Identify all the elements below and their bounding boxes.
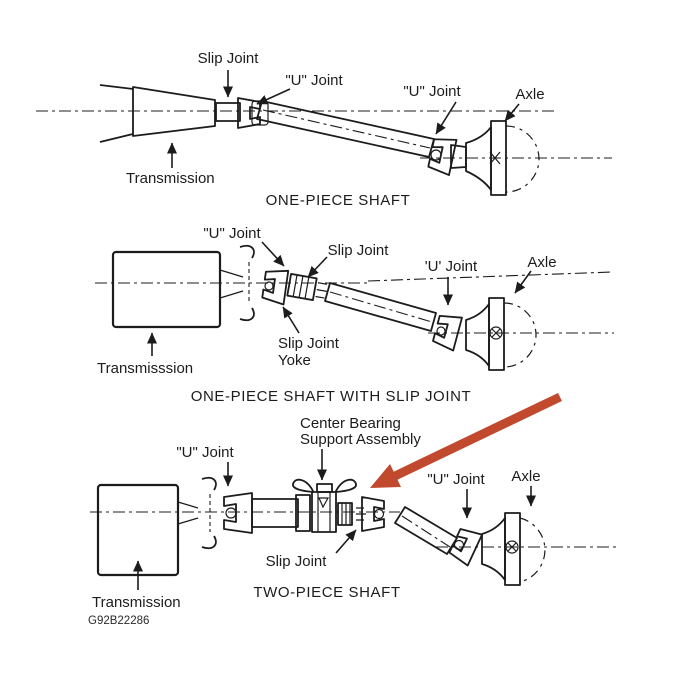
drive-shaft xyxy=(324,282,437,332)
centerline xyxy=(95,271,613,284)
transmission-tail-lines xyxy=(99,84,134,143)
label-transmission: Transmission xyxy=(92,594,181,611)
axle-housing-arc xyxy=(503,302,537,368)
diagram-two-piece-shaft: "U" Joint Center Bearing Support Assembl… xyxy=(88,415,616,627)
figure-reference-code: G92B22286 xyxy=(88,615,149,627)
drive-shaft-axis xyxy=(262,109,431,149)
slip-joint-yoke xyxy=(361,496,385,532)
rear-u-joint-yoke xyxy=(448,528,483,567)
axle-cross-mark xyxy=(489,151,501,165)
label-u-joint-rear: "U" Joint xyxy=(403,83,461,100)
axle-cross-mark xyxy=(505,540,519,554)
axle-flange-bar xyxy=(504,512,521,586)
label-transmission: Transmission xyxy=(126,170,215,187)
label-center-bearing-line1: Center Bearing xyxy=(300,415,401,432)
diagram-one-piece-shaft-with-slip-joint: "U" Joint Slip Joint 'U' Joint Axle Slip… xyxy=(95,225,614,405)
rear-shaft-axis xyxy=(401,515,451,548)
axle-flange-bar xyxy=(490,120,507,196)
bearing-cap xyxy=(316,483,333,493)
drive-shaft-axis xyxy=(329,291,433,323)
bearing-wing-right xyxy=(335,478,357,493)
label-axle: Axle xyxy=(515,86,544,103)
output-shaft-lines xyxy=(219,269,244,299)
output-shaft-lines xyxy=(177,501,199,525)
slip-joint-splines xyxy=(337,502,366,526)
label-transmission: Transmisssion xyxy=(97,360,193,377)
leader-u-joint-front xyxy=(261,241,285,267)
leader-slip-joint xyxy=(307,256,328,278)
leader-axle xyxy=(514,270,532,294)
label-u-joint-rear: "U" Joint xyxy=(427,471,485,488)
center-bearing-support-assembly xyxy=(292,478,357,533)
red-highlight-arrow xyxy=(370,392,562,488)
leader-slip-joint-yoke xyxy=(282,306,300,334)
drive-shaft xyxy=(256,100,435,158)
rear-u-joint-cross xyxy=(453,539,465,551)
bearing-wing-left xyxy=(292,478,314,493)
label-u-joint-front: "U" Joint xyxy=(176,444,234,461)
label-slip-joint: Slip Joint xyxy=(266,553,328,570)
caption-two-piece-shaft: TWO-PIECE SHAFT xyxy=(253,584,400,601)
label-slip-joint: Slip Joint xyxy=(198,50,260,67)
axle-cross-mark xyxy=(489,326,503,340)
diagram-one-piece-shaft: Slip Joint "U" Joint "U" Joint Axle Tran… xyxy=(36,50,612,209)
leader-u-joint-rear xyxy=(435,101,457,135)
rear-u-joint-yoke xyxy=(427,138,458,177)
axle-bell xyxy=(465,303,490,367)
rear-u-joint-cross xyxy=(436,326,446,336)
front-shaft-tube xyxy=(251,498,299,528)
axle-housing-arc xyxy=(505,125,540,193)
flange-hook-bottom xyxy=(201,535,217,549)
transmission-shape xyxy=(111,250,222,329)
leader-slip-joint xyxy=(335,529,357,554)
label-slip-joint-yoke-line2: Yoke xyxy=(278,352,311,369)
rear-u-joint-cross xyxy=(430,149,442,161)
axle-flange-bar xyxy=(488,297,505,371)
rear-u-joint-yoke xyxy=(432,314,463,352)
flange-hook-top xyxy=(239,245,255,259)
axle-bell xyxy=(481,517,506,581)
transmission-shape xyxy=(132,86,216,137)
rear-shaft-tube xyxy=(394,506,458,555)
caption-one-piece-shaft: ONE-PIECE SHAFT xyxy=(266,192,411,209)
front-u-joint-yoke xyxy=(261,269,290,306)
slip-joint-splines xyxy=(286,273,328,301)
front-u-joint-cross xyxy=(264,281,274,291)
label-slip-joint: Slip Joint xyxy=(328,242,390,259)
label-slip-joint-yoke-line1: Slip Joint xyxy=(278,335,340,352)
front-u-joint-yoke xyxy=(223,492,253,534)
label-u-joint-front: "U" Joint xyxy=(285,72,343,89)
leader-axle xyxy=(504,103,520,122)
leader-u-joint-front xyxy=(256,88,291,105)
flange-hook-top xyxy=(201,477,217,491)
axle-housing-arc xyxy=(519,517,546,583)
front-u-joint-yoke xyxy=(237,97,261,129)
label-axle: Axle xyxy=(527,254,556,271)
red-arrow-shaft xyxy=(393,392,562,481)
label-u-joint-front: "U" Joint xyxy=(203,225,261,242)
bearing-collar xyxy=(295,494,311,532)
flange-hook-bottom xyxy=(239,307,255,321)
red-arrow-head xyxy=(370,464,401,488)
label-u-joint-rear: 'U' Joint xyxy=(425,258,478,275)
bearing-block xyxy=(311,491,337,533)
caption-one-piece-shaft-with-slip-joint: ONE-PIECE SHAFT WITH SLIP JOINT xyxy=(191,388,472,405)
label-axle: Axle xyxy=(511,468,540,485)
slip-joint-shape xyxy=(215,102,241,122)
label-center-bearing-line2: Support Assembly xyxy=(300,431,421,448)
